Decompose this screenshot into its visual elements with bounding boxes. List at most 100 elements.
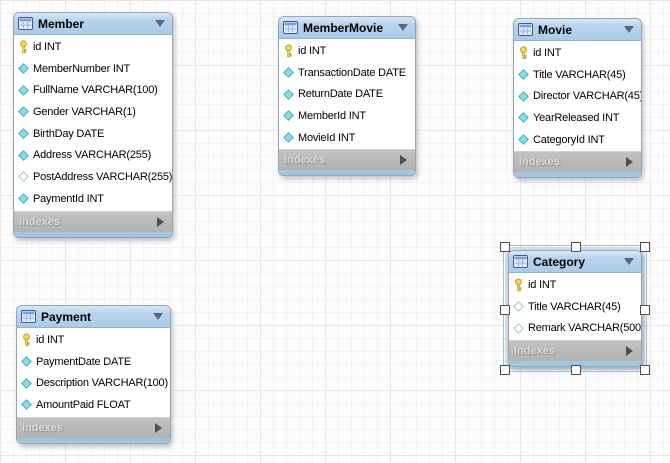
diamond-hollow-icon	[18, 171, 29, 183]
diamond-filled-icon	[518, 69, 529, 80]
column-row[interactable]: TransactionDate DATE	[279, 62, 415, 84]
column-row[interactable]: PaymentDate DATE	[17, 351, 170, 373]
indexes-label: Indexes	[22, 421, 63, 434]
column-row[interactable]: Title VARCHAR(45)	[514, 64, 641, 86]
diamond-filled-icon	[18, 106, 29, 118]
column-label: PostAddress VARCHAR(255)	[33, 170, 172, 183]
column-label: Remark VARCHAR(500)	[528, 322, 641, 335]
indexes-row[interactable]: Indexes	[14, 210, 172, 232]
triangle-down-icon[interactable]	[155, 20, 165, 27]
table-header[interactable]: Movie	[514, 19, 641, 41]
table-columns: id INT MemberNumber INT FullName VARCHAR…	[14, 35, 172, 211]
triangle-down-icon[interactable]	[153, 313, 163, 320]
table-title: Member	[38, 16, 85, 31]
diamond-filled-icon	[518, 90, 529, 102]
table-figure[interactable]: Movie id INT Title VARCHAR(45)	[513, 18, 642, 179]
diamond-filled-icon	[21, 377, 32, 389]
table-header[interactable]: Payment	[17, 306, 170, 328]
column-row[interactable]: PostAddress VARCHAR(255)	[14, 166, 172, 188]
column-row[interactable]: ReturnDate DATE	[279, 83, 415, 105]
column-row[interactable]: id INT	[509, 274, 641, 296]
table-title: MemberMovie	[303, 20, 384, 35]
column-row[interactable]: AmountPaid FLOAT	[17, 394, 170, 416]
triangle-down-icon[interactable]	[624, 26, 634, 33]
triangle-down-icon[interactable]	[398, 24, 408, 31]
diamond-hollow-icon	[513, 322, 524, 334]
column-row[interactable]: PaymentId INT	[14, 188, 172, 210]
table-figure[interactable]: MemberMovie id INT TransactionDate DATE	[278, 16, 416, 177]
triangle-right-icon[interactable]	[157, 216, 164, 227]
triangle-right-icon[interactable]	[626, 157, 633, 168]
column-label: id INT	[36, 333, 65, 346]
triangle-right-icon[interactable]	[400, 155, 407, 166]
column-label: MovieId INT	[298, 131, 356, 144]
diamond-filled-icon	[21, 356, 32, 367]
column-label: MemberId INT	[298, 109, 366, 122]
column-row[interactable]: Description VARCHAR(100)	[17, 372, 170, 394]
column-row[interactable]: Remark VARCHAR(500)	[509, 317, 641, 339]
column-row[interactable]: id INT	[514, 42, 641, 64]
column-row[interactable]: MovieId INT	[279, 127, 415, 149]
diamond-filled-icon	[283, 88, 294, 100]
column-row[interactable]: Director VARCHAR(45)	[514, 85, 641, 107]
column-label: YearReleased INT	[533, 111, 620, 124]
diamond-hollow-icon	[513, 301, 524, 312]
table-columns: id INT Title VARCHAR(45) Director VARCHA…	[514, 41, 641, 152]
diamond-filled-icon	[18, 63, 29, 74]
triangle-down-icon[interactable]	[624, 258, 634, 265]
column-row[interactable]: FullName VARCHAR(100)	[14, 79, 172, 101]
column-label: Address VARCHAR(255)	[33, 149, 152, 162]
column-row[interactable]: id INT	[17, 329, 170, 351]
column-label: CategoryId INT	[533, 133, 605, 146]
table-figure[interactable]: Category id INT Title VARCHAR(45)	[500, 242, 650, 376]
table-figure[interactable]: Payment id INT PaymentDate DATE	[16, 305, 171, 444]
column-label: Title VARCHAR(45)	[528, 300, 621, 313]
column-row[interactable]: Gender VARCHAR(1)	[14, 101, 172, 123]
table-bottom-edge	[14, 231, 172, 237]
selection-handle[interactable]	[500, 242, 510, 252]
table-header[interactable]: MemberMovie	[279, 17, 415, 39]
column-label: id INT	[33, 40, 62, 53]
column-row[interactable]: MemberNumber INT	[14, 58, 172, 80]
column-row[interactable]: Address VARCHAR(255)	[14, 144, 172, 166]
table-columns: id INT Title VARCHAR(45) Remark VARCHAR(…	[509, 273, 641, 341]
selection-handle[interactable]	[500, 304, 510, 315]
selection-handle[interactable]	[571, 365, 581, 376]
selection-handle[interactable]	[640, 304, 650, 315]
key-icon	[518, 46, 529, 60]
table-grid-icon	[283, 21, 298, 34]
diamond-filled-icon	[18, 193, 29, 205]
triangle-right-icon[interactable]	[626, 346, 633, 357]
table-header[interactable]: Member	[14, 13, 172, 35]
indexes-row[interactable]: Indexes	[514, 151, 641, 173]
triangle-right-icon[interactable]	[155, 422, 162, 433]
selection-handle[interactable]	[640, 242, 650, 252]
diamond-filled-icon	[21, 399, 32, 411]
column-label: AmountPaid FLOAT	[36, 398, 131, 411]
diamond-filled-icon	[518, 134, 529, 146]
table-bottom-edge	[514, 172, 641, 178]
table-header[interactable]: Category	[509, 251, 641, 273]
column-row[interactable]: YearReleased INT	[514, 107, 641, 129]
column-row[interactable]: CategoryId INT	[514, 129, 641, 151]
column-row[interactable]: id INT	[14, 36, 172, 58]
column-label: id INT	[528, 278, 557, 291]
column-row[interactable]: BirthDay DATE	[14, 123, 172, 145]
column-label: Description VARCHAR(100)	[36, 377, 168, 390]
column-row[interactable]: MemberId INT	[279, 105, 415, 127]
column-row[interactable]: id INT	[279, 40, 415, 62]
column-label: FullName VARCHAR(100)	[33, 84, 158, 97]
selection-handle[interactable]	[571, 242, 581, 252]
column-label: id INT	[533, 46, 562, 59]
indexes-row[interactable]: Indexes	[279, 149, 415, 171]
selection-handle[interactable]	[640, 365, 650, 376]
selection-handle[interactable]	[500, 365, 510, 376]
table-figure[interactable]: Member id INT MemberNumber INT	[13, 12, 173, 238]
indexes-label: Indexes	[519, 156, 560, 169]
indexes-row[interactable]: Indexes	[17, 416, 170, 438]
column-row[interactable]: Title VARCHAR(45)	[509, 296, 641, 318]
key-icon	[18, 40, 29, 54]
table-bottom-edge	[17, 437, 170, 443]
indexes-row[interactable]: Indexes	[509, 340, 641, 362]
